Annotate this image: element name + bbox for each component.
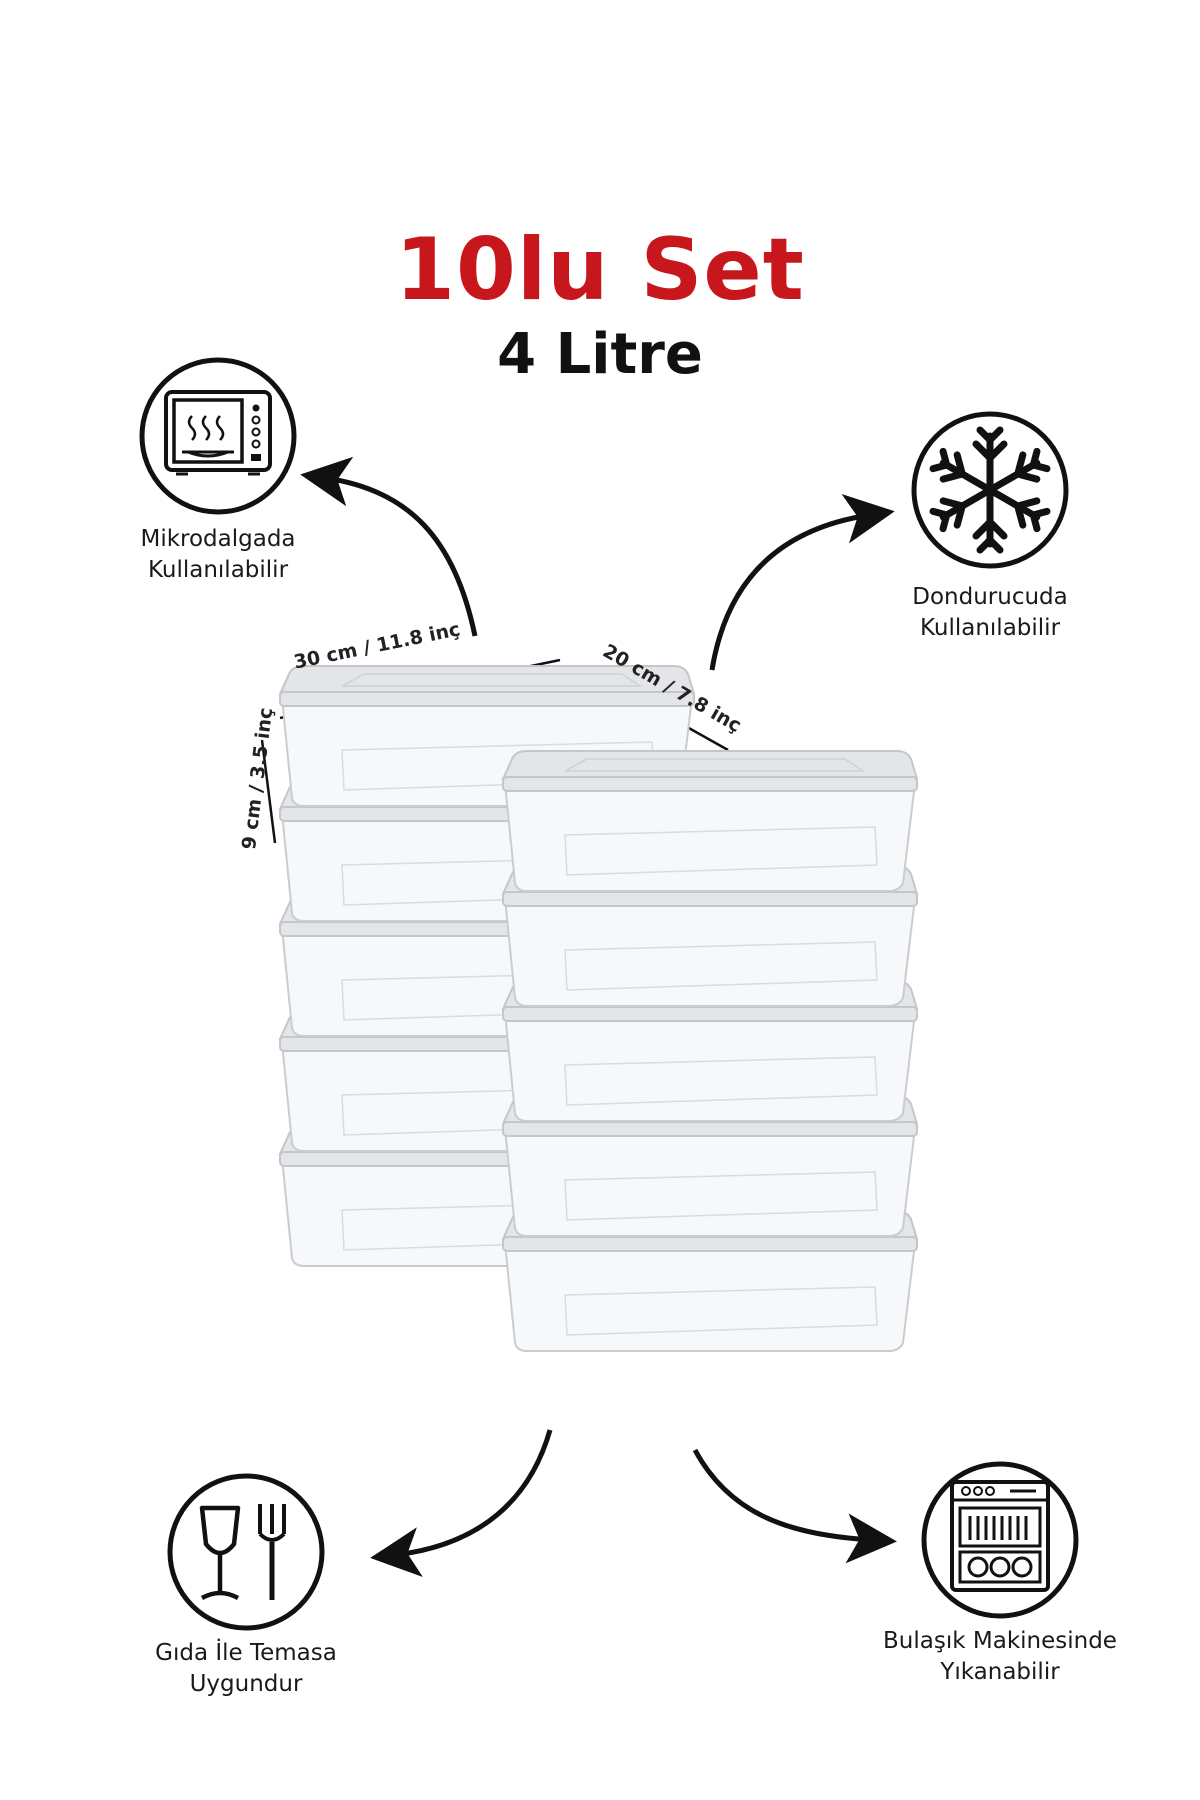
- dishwasher-icon: [921, 1461, 1079, 1619]
- feature-dishwasher-label: Bulaşık Makinesinde Yıkanabilir: [883, 1628, 1117, 1685]
- snowflake-icon: [911, 411, 1069, 569]
- food-contact-icon: [167, 1473, 325, 1631]
- feature-microwave-label: Mikrodalgada Kullanılabilir: [140, 526, 296, 583]
- container-box: [501, 750, 919, 892]
- microwave-icon: [139, 357, 297, 515]
- arrow-to-dishwasher: [692, 1448, 897, 1564]
- subtitle-text: 4 Litre: [497, 322, 703, 387]
- arrow-to-food-contact: [370, 1429, 553, 1577]
- arrow-to-freezer: [709, 493, 895, 671]
- product-title: 10lu Set: [0, 222, 1200, 318]
- title-text: 10lu Set: [395, 220, 805, 320]
- height-dimension-line: [260, 739, 277, 844]
- feature-freezer-label: Dondurucuda Kullanılabilir: [912, 584, 1068, 641]
- feature-food-contact-label: Gıda İle Temasa Uygundur: [155, 1640, 337, 1697]
- container-box: [501, 980, 919, 1122]
- product-subtitle: 4 Litre: [0, 322, 1200, 388]
- arrow-to-microwave: [300, 456, 478, 637]
